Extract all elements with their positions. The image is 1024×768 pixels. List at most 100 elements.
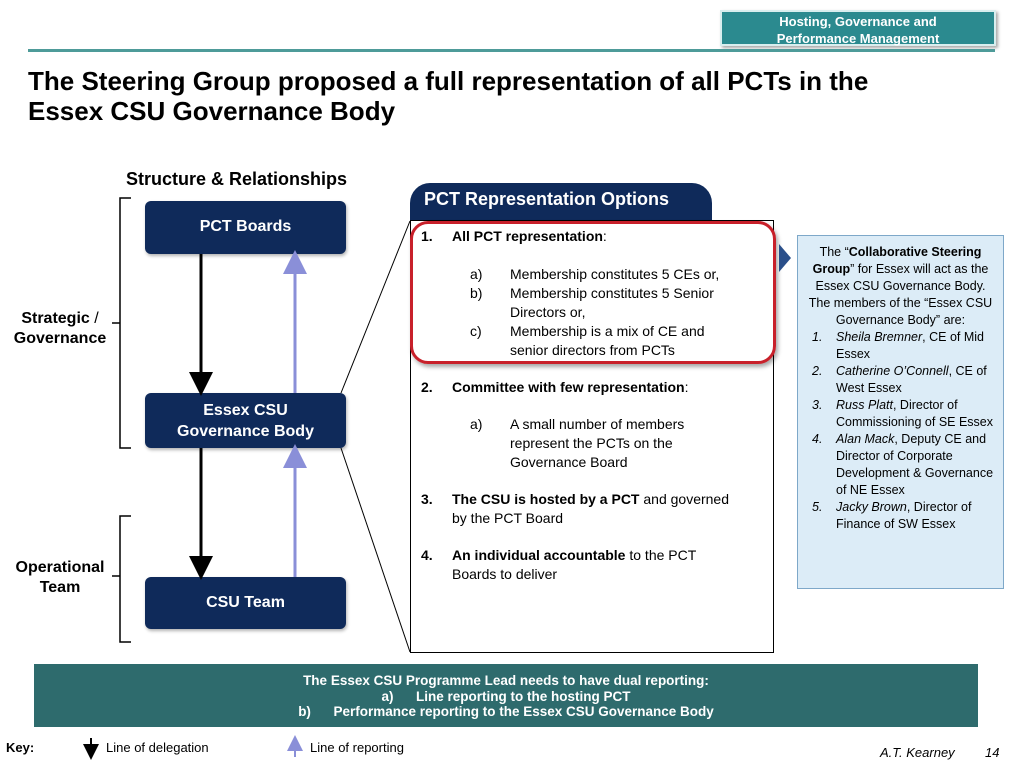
option-1-sub-c-line1: Membership is a mix of CE and [510,323,705,339]
member-5-role: , Director of Finance of SW Essex [836,500,972,531]
section-tag-line2: Performance Management [776,31,940,46]
member-item: 3. Russ Platt, Director of Commissioning … [804,397,997,431]
page-number: 14 [985,745,1000,760]
collab-intro-post: ” for Essex will act as the Essex CSU Go… [808,262,993,327]
option-3-rest-line2: by the PCT Board [452,510,564,526]
page-title-line2: Essex CSU Governance Body [28,96,396,126]
key-label: Key: [6,740,35,755]
member-2-name: Catherine O’Connell [836,364,949,378]
member-item: 2. Catherine O’Connell, CE of West Essex [804,363,997,397]
option-4-rest-line2: Boards to deliver [452,566,558,582]
option-2-sub-a-letter: a) [470,416,483,432]
collab-intro-bold: Collaborative Steering Group [812,245,982,276]
key-delegation-label: Line of delegation [106,740,209,755]
callout-line-bottom [340,447,411,653]
option-1-sub-a: a) Membership constitutes 5 CEs or, [452,265,752,284]
option-1-sub-b-line1: Membership constitutes 5 Senior [510,285,714,301]
key-reporting-label: Line of reporting [310,740,404,755]
member-5-name: Jacky Brown [836,500,907,514]
option-2: 2. Committee with few representation: [421,378,765,397]
operational-label: Operational [15,559,105,576]
option-1-sub-c-line2: senior directors from PCTs [510,342,675,358]
member-3-number: 3. [812,398,823,412]
strategic-suffix: / [89,310,99,327]
section-tag-line1: Hosting, Governance and [779,14,937,29]
member-3-name: Russ Platt [836,398,893,412]
governance-body-label-line1: Essex CSU [203,402,288,419]
banner-line2-letter: a) [381,688,394,704]
option-1-sub-a-letter: a) [470,266,483,282]
option-1-sub-b: b) Membership constitutes 5 Senior Direc… [452,284,752,322]
chevron-right-icon [779,244,791,272]
banner-line2-text: Line reporting to the hosting PCT [416,688,631,704]
option-4: 4. An individual accountable to the PCT … [421,546,765,584]
header-divider [28,49,995,52]
member-4-number: 4. [812,432,823,446]
banner-line3: b) Performance reporting to the Essex CS… [34,704,978,720]
pct-boards-node: PCT Boards [145,201,346,254]
option-3-title: The CSU is hosted by a PCT [452,491,640,507]
csu-team-label: CSU Team [206,594,285,611]
strategic-governance-label: Strategic / Governance [6,309,114,349]
option-2-sub-a-line1: A small number of members [510,416,685,432]
member-3-role: , Director of Commissioning of SE Essex [836,398,994,429]
option-4-rest-line1: to the PCT [625,547,697,563]
page-title-line1: The Steering Group proposed a full repre… [28,66,869,96]
team-label: Team [39,579,81,596]
member-2-number: 2. [812,364,823,378]
member-4-name: Alan Mack [836,432,895,446]
options-panel: 1. All PCT representation: a) Membership… [410,220,774,653]
option-1-sub-c: c) Membership is a mix of CE and senior … [452,322,752,360]
member-5-number: 5. [812,500,823,514]
pct-boards-label: PCT Boards [199,218,292,235]
banner-line2: a) Line reporting to the hosting PCT [34,689,978,705]
option-2-sub-a: a) A small number of members represent t… [452,415,752,472]
option-2-sub-a-line3: Governance Board [510,454,628,470]
member-1-number: 1. [812,330,823,344]
option-1-title-suffix: : [602,228,607,244]
operational-team-label: Operational Team [6,558,114,598]
option-3-number: 3. [421,491,433,507]
option-2-title-suffix: : [684,379,689,395]
option-1-sub-b-line2: Directors or, [510,304,586,320]
collaborative-intro: The “Collaborative Steering Group” for E… [804,244,997,329]
option-2-sub-a-line2: represent the PCTs on the [510,435,673,451]
footer-brand: A.T. Kearney [880,745,955,760]
dual-reporting-banner: The Essex CSU Programme Lead needs to ha… [34,664,978,727]
member-4-role: , Deputy CE and Director of Corporate De… [836,432,994,497]
option-2-number: 2. [421,379,433,395]
member-1-name: Sheila Bremner [836,330,923,344]
option-1-sub-a-text: Membership constitutes 5 CEs or, [510,266,720,282]
member-item: 5. Jacky Brown, Director of Finance of SW… [804,499,997,533]
option-1-highlight [410,221,776,364]
member-item: 1. Sheila Bremner, CE of Mid Essex [804,329,997,363]
operational-bracket [112,515,131,643]
member-list: 1. Sheila Bremner, CE of Mid Essex 2. Cath… [804,329,997,533]
governance-body-node: Essex CSU Governance Body [145,393,346,448]
option-3: 3. The CSU is hosted by a PCT and govern… [421,490,765,528]
option-1-sub-b-letter: b) [470,285,483,301]
options-header: PCT Representation Options [410,183,712,221]
option-3-rest-line1: and governed [639,491,730,507]
option-4-title: An individual accountable [452,547,626,563]
option-2-title: Committee with few representation [452,379,685,395]
collaborative-group-box: The “Collaborative Steering Group” for E… [797,235,1004,589]
banner-line3-text: Performance reporting to the Essex CSU G… [333,704,714,719]
option-1-title: All PCT representation [452,228,603,244]
member-1-role: , CE of Mid Essex [836,330,984,361]
option-4-number: 4. [421,547,433,563]
csu-team-node: CSU Team [145,577,346,629]
collab-intro-pre: The “ [819,245,849,259]
member-2-role: , CE of West Essex [836,364,987,395]
banner-line1: The Essex CSU Programme Lead needs to ha… [303,673,709,688]
governance-body-label-line2: Governance Body [177,423,314,440]
page-title: The Steering Group proposed a full repre… [28,66,988,126]
section-tag: Hosting, Governance and Performance Mana… [720,10,996,46]
member-item: 4. Alan Mack, Deputy CE and Director of C… [804,431,997,499]
option-1-sub-c-letter: c) [470,323,482,339]
banner-line3-letter: b) [298,704,311,719]
strategic-label: Strategic [21,310,90,327]
strategic-bracket [112,197,131,449]
governance-label: Governance [13,330,107,347]
